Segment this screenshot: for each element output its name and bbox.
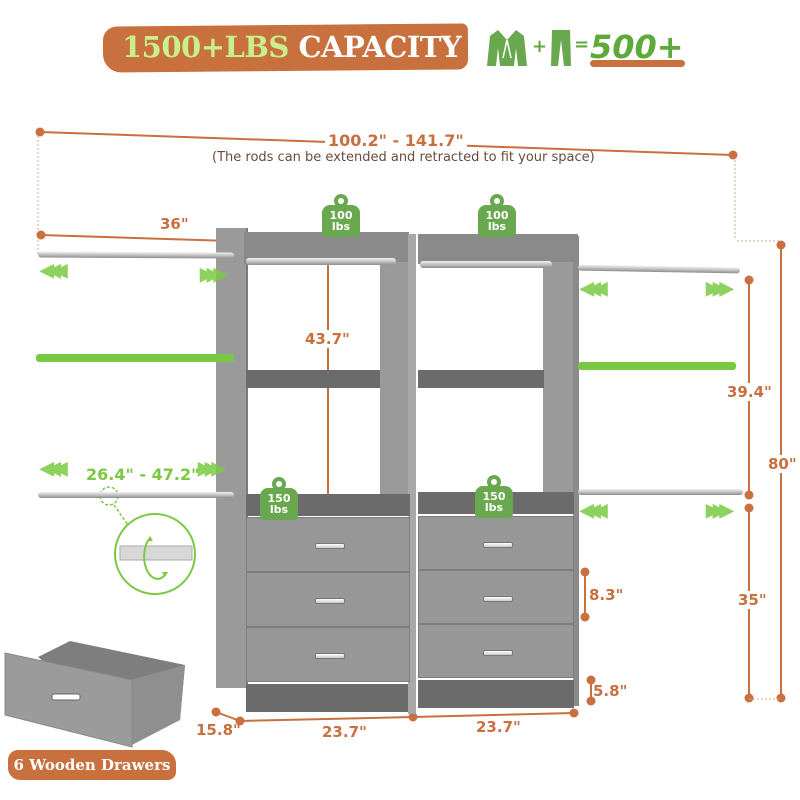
drawer-handle[interactable] [483, 542, 513, 548]
left-unit-hanging-rod [246, 258, 396, 265]
open-drawer-illustration [4, 641, 185, 748]
drawer-left-2[interactable] [246, 572, 410, 627]
right-lower-extension-rod[interactable] [578, 489, 743, 495]
capacity-label: CAPACITY [288, 30, 462, 64]
base-height-label: 5.8" [593, 682, 628, 700]
drawer-left-1[interactable] [246, 517, 410, 572]
drawer-right-1[interactable] [418, 516, 574, 570]
extend-right-arrow-icon: ▶▶▶ [706, 278, 733, 298]
extend-left-arrow-icon: ◀◀◀ [40, 458, 67, 478]
retract-left-arrow-icon: ◀◀◀ [580, 500, 607, 520]
center-divider [408, 234, 416, 714]
equals-sign: = [574, 34, 590, 55]
hanging-height-label: 43.7" [305, 330, 350, 348]
right-side-edge [573, 236, 579, 706]
left-base-compartment [246, 684, 408, 712]
left-side-panel [216, 228, 248, 688]
upper-rod-spacing-label: 39.4" [727, 383, 772, 401]
extend-right-arrow-icon: ▶▶▶ [706, 500, 733, 520]
unit-width-right-label: 23.7" [476, 718, 521, 736]
lower-rod-height-label: 35" [738, 591, 767, 609]
adjustable-rod-range-label: 26.4" - 47.2" [86, 465, 200, 484]
drawers-badge: 6 Wooden Drawers [8, 750, 176, 780]
right-unit-hanging-rod [420, 261, 552, 268]
weight-ring [490, 194, 504, 208]
right-unit-top-shelf [418, 234, 578, 264]
right-rod-motion-indicator [578, 362, 736, 370]
depth-label: 15.8" [196, 721, 241, 739]
total-height-label: 80" [768, 455, 797, 473]
drawer-left-3[interactable] [246, 627, 410, 682]
overall-width-label: 100.2" - 141.7" [325, 131, 467, 150]
side-rod-length-label: 36" [160, 215, 189, 233]
right-base-compartment [418, 680, 574, 708]
drawer-right-3[interactable] [418, 624, 574, 678]
drawer-handle[interactable] [315, 543, 345, 549]
weight-ring [334, 194, 348, 208]
right-middle-shelf [418, 370, 544, 388]
unit-width-left-label: 23.7" [322, 723, 367, 741]
drawer-handle[interactable] [483, 596, 513, 602]
drawer-handle[interactable] [483, 650, 513, 656]
retract-left-arrow-icon: ◀◀◀ [580, 278, 607, 298]
weight-ring [272, 477, 286, 491]
left-unit-inner-post [380, 262, 410, 512]
capacity-value: 1500+LBS [122, 30, 289, 64]
retract-right-arrow-icon: ▶▶▶ [200, 264, 227, 284]
drawer-right-2[interactable] [418, 570, 574, 624]
drawer-handle[interactable] [315, 598, 345, 604]
left-middle-shelf [246, 370, 380, 388]
capacity-banner: 1500+LBS CAPACITY [122, 30, 462, 64]
right-unit-inner-post [543, 262, 575, 512]
plus-sign: + [532, 36, 548, 57]
left-lower-extension-rod[interactable] [38, 492, 234, 498]
overall-width-note: (The rods can be extended and retracted … [212, 150, 595, 165]
suit-jacket-icon [487, 30, 527, 66]
weight-ring [487, 475, 501, 489]
drawer-height-label: 8.3" [589, 586, 624, 604]
garment-count: 500+ [590, 28, 684, 66]
left-rod-motion-indicator [36, 354, 234, 362]
retract-right-arrow-icon: ▶▶▶ [198, 458, 225, 478]
extend-left-arrow-icon: ◀◀◀ [40, 260, 67, 280]
left-upper-extension-rod[interactable] [37, 251, 235, 259]
trousers-icon [551, 30, 571, 66]
drawer-handle[interactable] [315, 653, 345, 659]
garment-count-underline [590, 60, 685, 67]
